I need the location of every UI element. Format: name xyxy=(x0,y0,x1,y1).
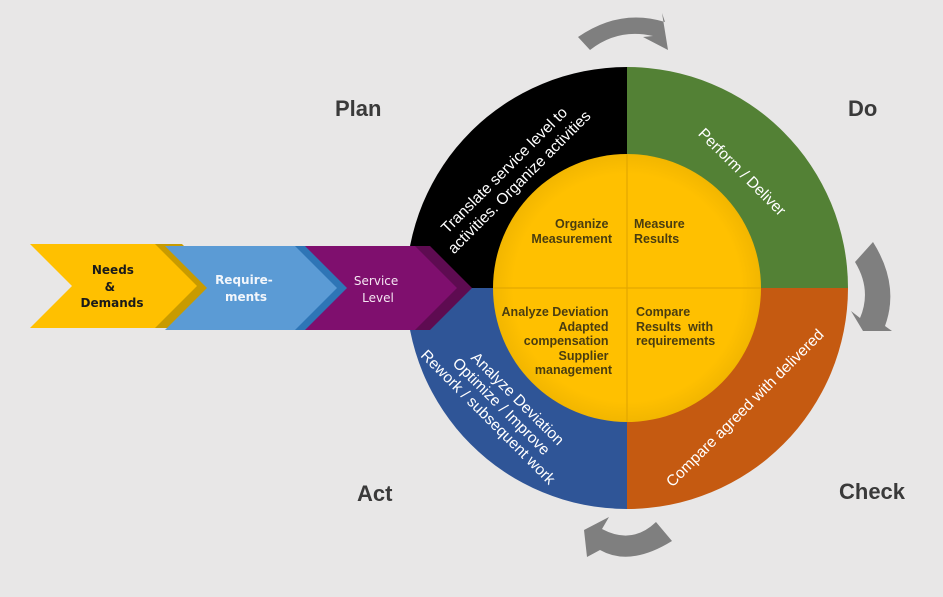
chevron-service-level: Service Level xyxy=(305,246,472,330)
chevron-requirements-label: Require- ments xyxy=(215,273,277,304)
chevron-service-label: Service Level xyxy=(354,274,402,305)
chevron-needs-line: Needs xyxy=(92,263,134,277)
inner-plan-line: Measurement xyxy=(531,232,612,246)
cycle-arrow-top-icon xyxy=(578,13,668,50)
inner-do-line: Measure xyxy=(634,217,685,231)
inner-act-line: Analyze Deviation xyxy=(502,305,609,319)
inner-act-text: Analyze Deviation Adapted compensation S… xyxy=(502,305,613,377)
phase-label-check: Check xyxy=(839,479,906,504)
chevron-needs-shape xyxy=(30,244,197,328)
chevron-requirements-line: Require- xyxy=(215,273,273,287)
inner-plan-text: Organize Measurement xyxy=(531,217,612,246)
inner-act-line: management xyxy=(535,363,613,377)
chevron-requirements-shape xyxy=(165,246,337,330)
inner-act-line: compensation xyxy=(524,334,609,348)
chevron-needs-label: Needs & Demands xyxy=(81,263,144,310)
chevron-requirements-line: ments xyxy=(225,290,267,304)
phase-label-act: Act xyxy=(357,481,393,506)
cycle-arrow-right-icon xyxy=(851,242,892,331)
chevron-service-shape xyxy=(305,246,457,330)
inner-act-line: Supplier xyxy=(559,349,609,363)
cycle-arrow-bottom-icon xyxy=(584,517,672,557)
inner-check-line: requirements xyxy=(636,334,715,348)
chevron-service-line: Service xyxy=(354,274,398,288)
chevron-needs-demands: Needs & Demands xyxy=(30,244,224,328)
inner-check-text: Compare Results with requirements xyxy=(636,305,717,348)
inner-check-line: Compare xyxy=(636,305,690,319)
inner-check-line: Results with xyxy=(636,320,713,334)
chevron-needs-line: Demands xyxy=(81,296,144,310)
inner-do-line: Results xyxy=(634,232,679,246)
chevron-service-line: Level xyxy=(362,291,394,305)
chevron-requirements: Require- ments xyxy=(165,246,360,330)
inner-act-line: Adapted xyxy=(559,320,609,334)
phase-label-plan: Plan xyxy=(335,96,382,121)
inner-do-text: Measure Results xyxy=(634,217,688,246)
phase-label-do: Do xyxy=(848,96,878,121)
inner-plan-line: Organize xyxy=(555,217,609,231)
chevron-needs-line: & xyxy=(105,280,115,294)
